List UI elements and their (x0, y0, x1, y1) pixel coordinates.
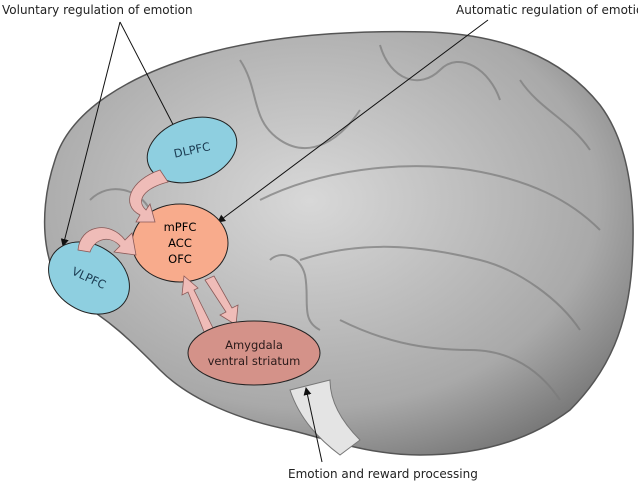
automatic-regulation-label: Automatic regulation of emotion (456, 3, 638, 17)
brainstem (289, 379, 361, 456)
pointer-line-voluntary-dlpfc (119, 21, 181, 139)
dlpfc-node: DLPFC (146, 116, 238, 184)
vlpfc-node: VLPFC (48, 241, 130, 315)
pointer-line-emotion (303, 387, 323, 463)
arrow-dlpfc-to-mpfc (129, 169, 169, 223)
voluntary-regulation-label: Voluntary regulation of emotion (2, 3, 193, 17)
ofc-label: OFC (168, 252, 192, 266)
arrow-mpfc-to-amygdala (204, 275, 239, 326)
pointer-line-voluntary-vlpfc (60, 21, 121, 247)
arrow-amygdala-to-mpfc (181, 275, 215, 335)
amygdala-label: Amygdala (225, 338, 283, 352)
mpfc-node: mPFC ACC OFC (131, 203, 229, 283)
mpfc-label: mPFC (164, 220, 197, 234)
emotion-reward-label: Emotion and reward processing (288, 467, 478, 481)
brain-gyri (89, 44, 601, 401)
acc-label: ACC (168, 236, 192, 250)
arrow-vlpfc-to-mpfc (77, 227, 137, 256)
amygdala-node: Amygdala ventral striatum (187, 320, 321, 386)
ventral-striatum-label: ventral striatum (208, 354, 301, 368)
pointer-line-automatic (217, 19, 489, 223)
